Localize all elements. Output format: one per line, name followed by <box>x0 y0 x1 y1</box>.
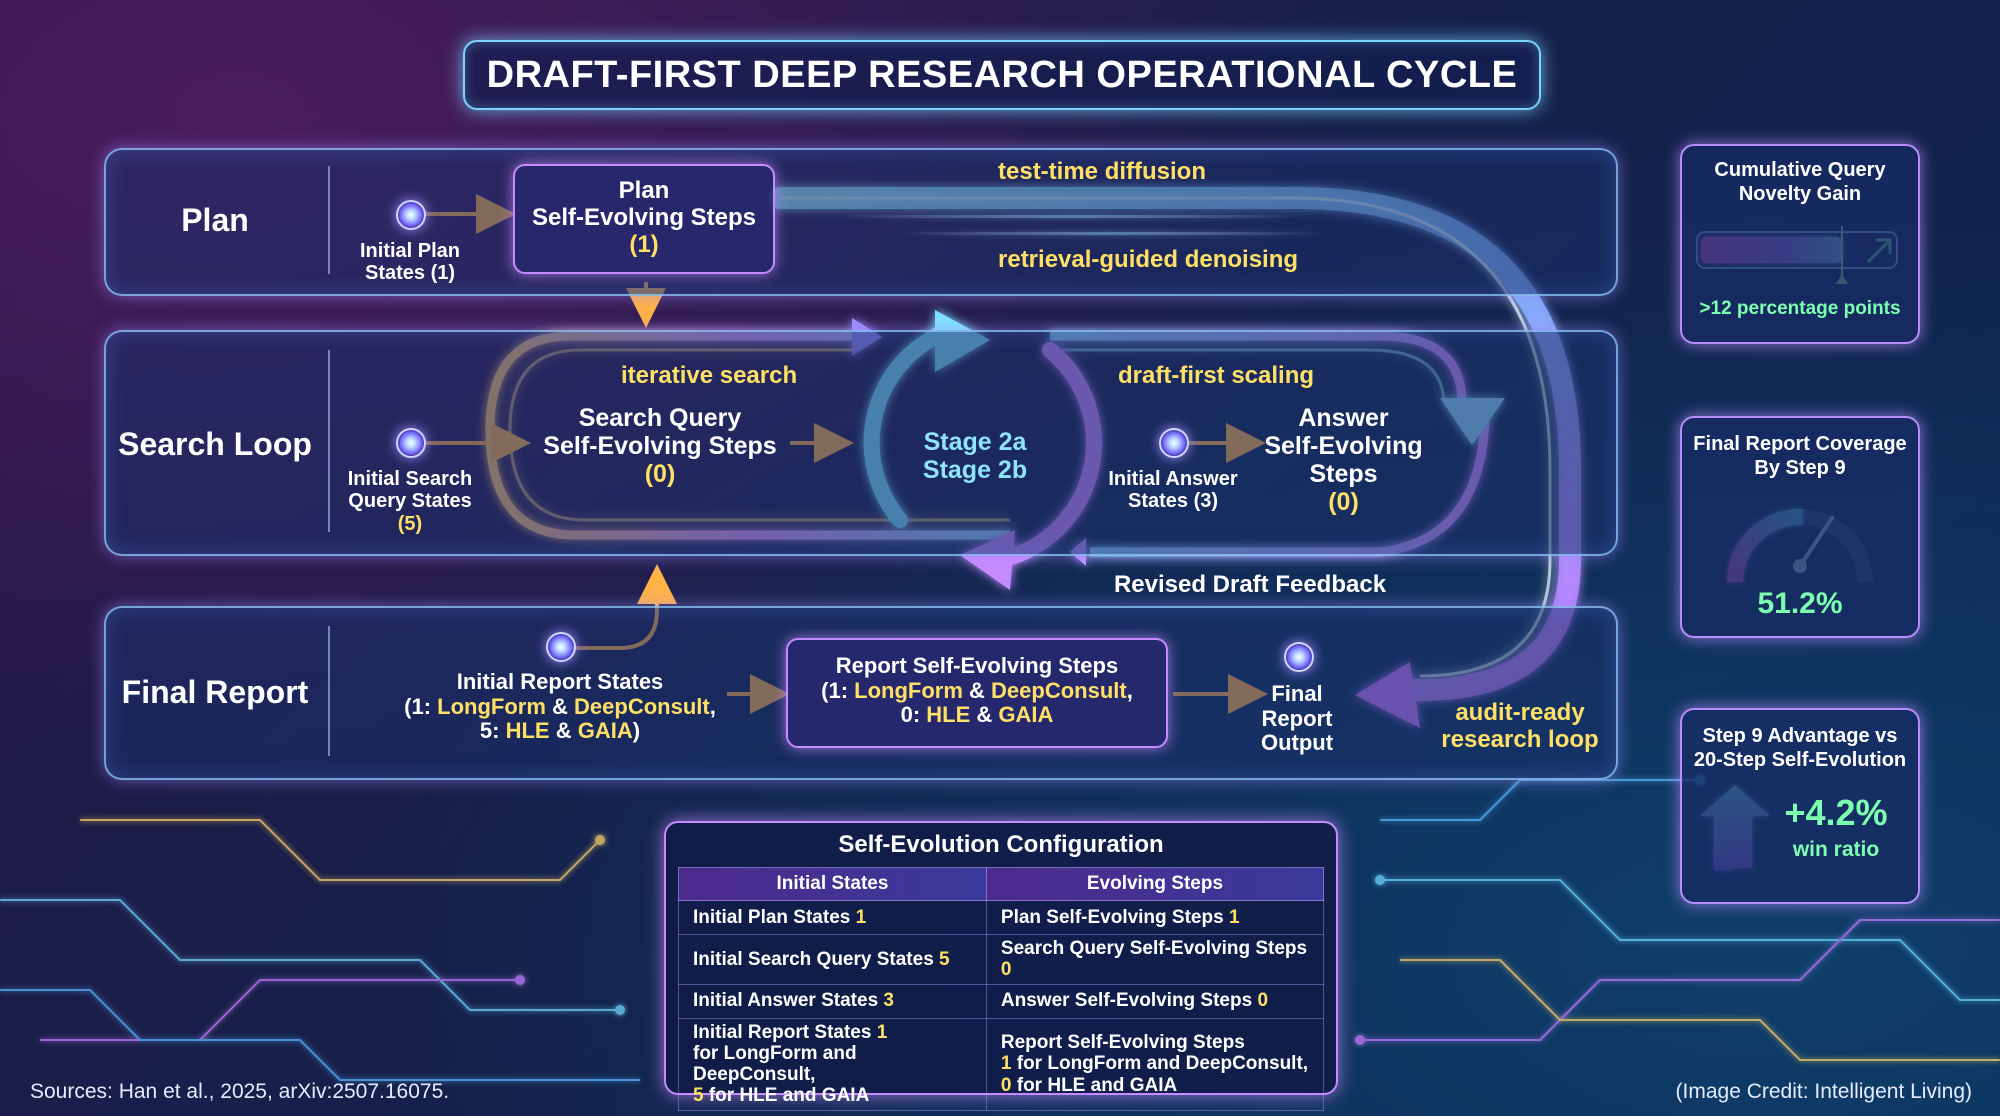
coverage-title-line1: Final Report Coverage <box>1693 433 1907 455</box>
report-steps-line1: Report Self-Evolving Steps <box>835 653 1119 678</box>
report-initial-line2: (1: LongForm & DeepConsult, <box>404 693 716 719</box>
table-cell: Initial Search Query States 5 <box>678 934 987 985</box>
advantage-title-line2: 20-Step Self-Evolution <box>1693 749 1907 771</box>
answer-steps-line3: Steps <box>1309 460 1378 488</box>
stage-2a-label: Stage 2a <box>923 428 1027 456</box>
report-steps-line3: 0: HLE & GAIA <box>900 702 1054 728</box>
audit-line1: audit-ready <box>1455 699 1585 726</box>
stage-labels: Stage 2a Stage 2b <box>905 428 1045 484</box>
table-row: Initial Report States 1 for LongForm and… <box>678 1017 1325 1111</box>
answer-state-node <box>1159 428 1189 458</box>
output-line1: Final <box>1271 681 1323 706</box>
search-initial-line2: Query States <box>348 490 472 513</box>
advantage-title: Step 9 Advantage vs 20-Step Self-Evoluti… <box>1682 724 1918 772</box>
phrase-retrieval-guided-denoising: retrieval-guided denoising <box>998 246 1299 273</box>
search-initial-line1: Initial Search <box>347 468 473 490</box>
table-cell: Answer Self-Evolving Steps 0 <box>985 983 1325 1019</box>
row-label-plan: Plan <box>181 202 249 238</box>
table-cell: Search Query Self-Evolving Steps 0 <box>985 934 1325 985</box>
table-cell: Report Self-Evolving Steps 1 for LongFor… <box>985 1017 1325 1111</box>
phrase-draft-first-scaling: draft-first scaling <box>1118 362 1315 389</box>
report-state-node <box>546 632 576 662</box>
coverage-title: Final Report Coverage By Step 9 <box>1682 432 1918 480</box>
output-node <box>1284 642 1314 672</box>
novelty-title-line2: Novelty Gain <box>1738 183 1862 205</box>
report-steps-text: Report Self-Evolving Steps (1: LongForm … <box>788 640 1166 728</box>
audit-line2: research loop <box>1441 725 1599 753</box>
divider-search <box>328 350 330 532</box>
audit-ready-label: audit-ready research loop <box>1430 699 1610 754</box>
row-search-loop <box>104 330 1618 556</box>
table-cell: Initial Answer States 3 <box>678 983 987 1019</box>
plan-steps-line2: Self-Evolving Steps <box>531 203 757 231</box>
panel-step9-advantage: Step 9 Advantage vs 20-Step Self-Evoluti… <box>1680 708 1920 904</box>
table-row: Initial Search Query States 5 Search Que… <box>678 934 1325 985</box>
plan-initial-states: Initial Plan States (1) <box>330 240 490 285</box>
search-steps-line2: Self-Evolving Steps <box>543 432 777 460</box>
answer-initial-states: Initial Answer States (3) <box>1098 468 1248 513</box>
output-line3: Output <box>1260 730 1334 756</box>
divider-final <box>328 626 330 756</box>
answer-steps-line1: Answer <box>1298 404 1389 432</box>
search-steps-count: (0) <box>644 460 676 488</box>
answer-initial-line1: Initial Answer <box>1108 468 1238 490</box>
config-header-evolving: Evolving Steps <box>985 867 1325 901</box>
panel-novelty-gain: Cumulative Query Novelty Gain >12 percen… <box>1680 144 1920 344</box>
phrase-iterative-search: iterative search <box>621 362 798 389</box>
plan-steps-box: Plan Self-Evolving Steps (1) <box>513 164 775 274</box>
answer-steps-line2: Self-Evolving <box>1264 432 1423 460</box>
answer-steps-count: (0) <box>1328 488 1359 516</box>
plan-steps-text: Plan Self-Evolving Steps (1) <box>515 166 773 259</box>
novelty-title-line1: Cumulative Query <box>1714 159 1886 181</box>
final-report-output: Final Report Output <box>1247 681 1347 756</box>
table-cell: Initial Report States 1 for LongForm and… <box>678 1017 987 1111</box>
search-initial-count: (5) <box>397 512 423 535</box>
table-cell: Plan Self-Evolving Steps 1 <box>985 900 1325 935</box>
search-steps-text: Search Query Self-Evolving Steps (0) <box>530 404 790 488</box>
search-initial-states: Initial Search Query States (5) <box>330 468 490 535</box>
table-row: Initial Answer States 3 Answer Self-Evol… <box>678 983 1325 1019</box>
advantage-title-line1: Step 9 Advantage vs <box>1702 725 1898 747</box>
divider-plan <box>328 166 330 274</box>
image-credit: (Image Credit: Intelligent Living) <box>1675 1080 1972 1103</box>
search-steps-line1: Search Query <box>578 404 742 432</box>
output-line2: Report <box>1261 705 1333 731</box>
stage-2b-label: Stage 2b <box>922 456 1028 484</box>
plan-initial-line2: States (1) <box>364 262 456 285</box>
config-table: Initial States Evolving Steps Initial Pl… <box>678 867 1325 1111</box>
novelty-value: >12 percentage points <box>1699 298 1901 319</box>
config-header-initial: Initial States <box>678 867 987 901</box>
row-plan <box>104 148 1618 296</box>
table-cell: Initial Plan States 1 <box>678 900 987 935</box>
report-initial-line1: Initial Report States <box>456 669 664 694</box>
panel-report-coverage: Final Report Coverage By Step 9 51.2% <box>1680 416 1920 638</box>
answer-initial-line2: States (3) <box>1127 490 1219 513</box>
search-state-node <box>396 428 426 458</box>
coverage-value: 51.2% <box>1757 587 1843 620</box>
report-initial-states: Initial Report States (1: LongForm & Dee… <box>385 669 735 744</box>
report-steps-box: Report Self-Evolving Steps (1: LongForm … <box>786 638 1168 748</box>
report-initial-line3: 5: HLE & GAIA) <box>479 718 641 744</box>
novelty-title: Cumulative Query Novelty Gain <box>1682 158 1918 206</box>
config-table-panel: Self-Evolution Configuration Initial Sta… <box>664 821 1338 1111</box>
plan-steps-line1: Plan <box>618 177 670 204</box>
answer-steps-text: Answer Self-Evolving Steps (0) <box>1256 404 1431 516</box>
table-row: Initial Plan States 1 Plan Self-Evolving… <box>678 900 1325 935</box>
report-steps-line2: (1: LongForm & DeepConsult, <box>821 677 1133 703</box>
advantage-sub: win ratio <box>1792 838 1880 861</box>
config-title: Self-Evolution Configuration <box>838 831 1164 858</box>
circuit-traces <box>0 775 2000 1081</box>
page-title: DRAFT-FIRST DEEP RESEARCH OPERATIONAL CY… <box>463 40 1541 110</box>
plan-initial-line1: Initial Plan <box>359 240 461 262</box>
sources-note: Sources: Han et al., 2025, arXiv:2507.16… <box>30 1080 450 1103</box>
phrase-test-time-diffusion: test-time diffusion <box>998 158 1206 185</box>
plan-state-node <box>396 200 426 230</box>
revised-draft-feedback: Revised Draft Feedback <box>1113 571 1387 598</box>
advantage-value: +4.2% <box>1784 792 1888 833</box>
plan-steps-count: (1) <box>629 230 659 258</box>
coverage-title-line2: By Step 9 <box>1754 457 1846 479</box>
row-label-final: Final Report <box>121 674 309 710</box>
row-label-search: Search Loop <box>118 426 312 462</box>
